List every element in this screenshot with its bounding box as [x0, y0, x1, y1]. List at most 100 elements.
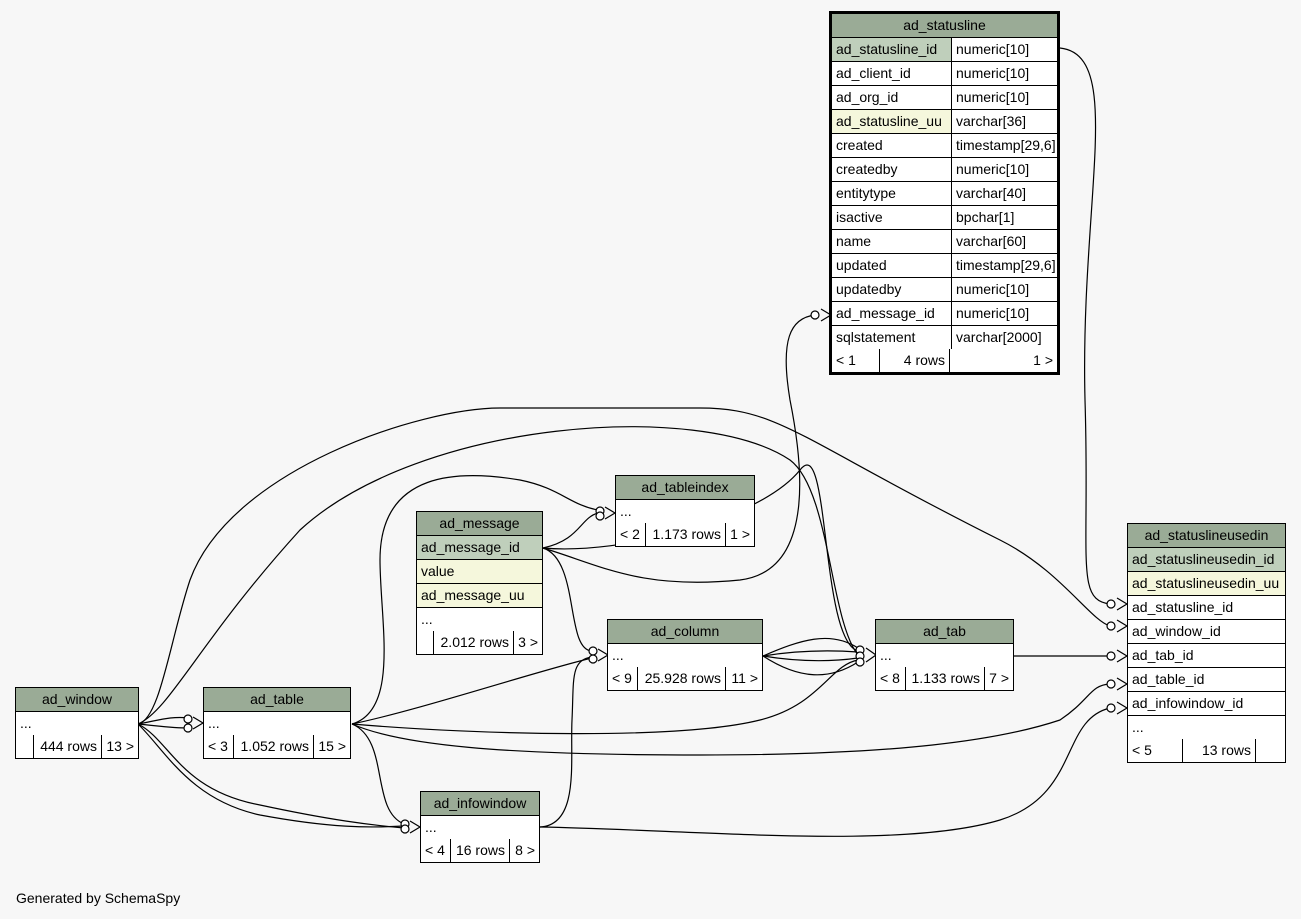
footer-parents: < 2 [616, 523, 646, 546]
edge-table-to-column [351, 657, 593, 725]
footer-rows: 4 rows [880, 349, 950, 372]
column-name: ad_statuslineusedin_uu [1128, 572, 1285, 595]
table-footer: < 5 13 rows [1128, 739, 1285, 762]
footer-rows: 2.012 rows [434, 631, 514, 654]
edge-infowindow-to-column [539, 656, 593, 828]
table-footer: 2.012 rows 3 > [417, 631, 542, 654]
table-ad-window[interactable]: ad_window ... 444 rows 13 > [15, 687, 139, 759]
edge-end-circle [1106, 651, 1116, 661]
table-ad-table[interactable]: ad_table ... < 3 1.052 rows 15 > [203, 687, 351, 759]
edge-end-circle [1106, 621, 1116, 631]
generated-by-label: Generated by SchemaSpy [16, 890, 181, 906]
column-name: ad_message_id [417, 536, 542, 559]
footer-children: 15 > [318, 738, 346, 754]
edge-table-to-tableindex [351, 475, 599, 725]
edge-column-to-tab-1 [762, 637, 859, 657]
column-row: ad_statusline_id [1128, 596, 1285, 620]
column-name: ... [208, 715, 220, 731]
column-name: ad_statusline_uu [832, 110, 952, 133]
footer-parents [417, 631, 434, 654]
column-row: ... [608, 644, 762, 667]
column-row: ad_message_id [417, 536, 542, 560]
column-type: timestamp[29,6] [956, 257, 1056, 273]
column-type: varchar[40] [956, 185, 1027, 201]
column-row: ad_message_uu [417, 584, 542, 608]
edge-table-to-infowindow [351, 723, 405, 825]
crowfoot-marker [1116, 649, 1129, 663]
column-row: ... [16, 712, 138, 735]
footer-children [1256, 739, 1285, 762]
footer-children: 11 > [731, 670, 758, 686]
edge-end-circle [1106, 679, 1116, 689]
column-row: ad_window_id [1128, 620, 1285, 644]
column-name: ... [20, 715, 32, 731]
column-name: ad_message_uu [417, 584, 542, 607]
edge-table-to-tab [351, 659, 859, 735]
footer-children: 8 > [515, 842, 535, 858]
column-row: ad_table_id [1128, 668, 1285, 692]
edge-window-to-table-2 [137, 723, 191, 729]
table-title: ad_column [608, 620, 762, 644]
table-ad-tableindex[interactable]: ad_tableindex ... < 2 1.173 rows 1 > [615, 475, 755, 547]
table-footer: < 3 1.052 rows 15 > [204, 735, 350, 758]
column-type: varchar[36] [956, 113, 1027, 129]
edge-window-to-tab [137, 426, 859, 725]
column-name: ad_statusline_id [832, 38, 952, 61]
table-ad-infowindow[interactable]: ad_infowindow ... < 4 16 rows 8 > [420, 791, 540, 863]
column-name: value [417, 560, 542, 583]
footer-rows: 1.133 rows [906, 667, 985, 690]
column-name: ad_tab_id [1132, 647, 1194, 663]
footer-parents: < 3 [204, 735, 234, 758]
table-ad-tab[interactable]: ad_tab ... < 8 1.133 rows 7 > [875, 619, 1014, 691]
edge-message-to-tableindex [542, 512, 599, 549]
column-name: ad_infowindow_id [1132, 695, 1244, 711]
footer-parents: < 9 [608, 667, 638, 690]
column-name: sqlstatement [832, 326, 952, 349]
footer-rows: 16 rows [451, 839, 510, 862]
table-title: ad_message [417, 512, 542, 536]
edge-end-circle [1106, 703, 1116, 713]
column-type: numeric[10] [956, 161, 1030, 177]
table-title: ad_infowindow [421, 792, 539, 816]
column-name: updated [832, 254, 952, 277]
footer-rows: 13 rows [1183, 739, 1256, 762]
column-row: ... [421, 816, 539, 839]
column-name: ad_org_id [832, 86, 952, 109]
edge-table-to-usedin [351, 683, 1111, 756]
column-name: ... [612, 647, 624, 663]
edge-statusline-to-usedin [1059, 47, 1111, 605]
table-title: ad_tab [876, 620, 1013, 644]
edge-end-circle [183, 723, 193, 733]
edge-end-circle [183, 714, 193, 724]
column-row: ad_statuslineusedin_id [1128, 548, 1285, 572]
edge-column-to-tab-2 [762, 650, 859, 657]
table-footer: < 1 4 rows 1 > [832, 349, 1057, 372]
table-ad-statuslineusedin[interactable]: ad_statuslineusedin ad_statuslineusedin_… [1127, 523, 1286, 763]
column-row: ad_statuslineusedin_uu [1128, 572, 1285, 596]
footer-children: 1 > [730, 526, 750, 542]
table-ad-column[interactable]: ad_column ... < 9 25.928 rows 11 > [607, 619, 763, 691]
column-name: entitytype [832, 182, 952, 205]
footer-rows: 1.173 rows [646, 523, 726, 546]
column-type: numeric[10] [956, 41, 1030, 57]
footer-parents: < 4 [421, 839, 451, 862]
edge-column-to-tab-4 [762, 655, 859, 676]
column-row: ... [204, 712, 350, 735]
footer-rows: 25.928 rows [638, 667, 726, 690]
footer-parents: < 5 [1128, 739, 1183, 762]
edge-end-circle [595, 511, 605, 521]
table-title: ad_window [16, 688, 138, 712]
column-name: name [832, 230, 952, 253]
table-title: ad_table [204, 688, 350, 712]
edge-message-to-column [542, 547, 593, 652]
